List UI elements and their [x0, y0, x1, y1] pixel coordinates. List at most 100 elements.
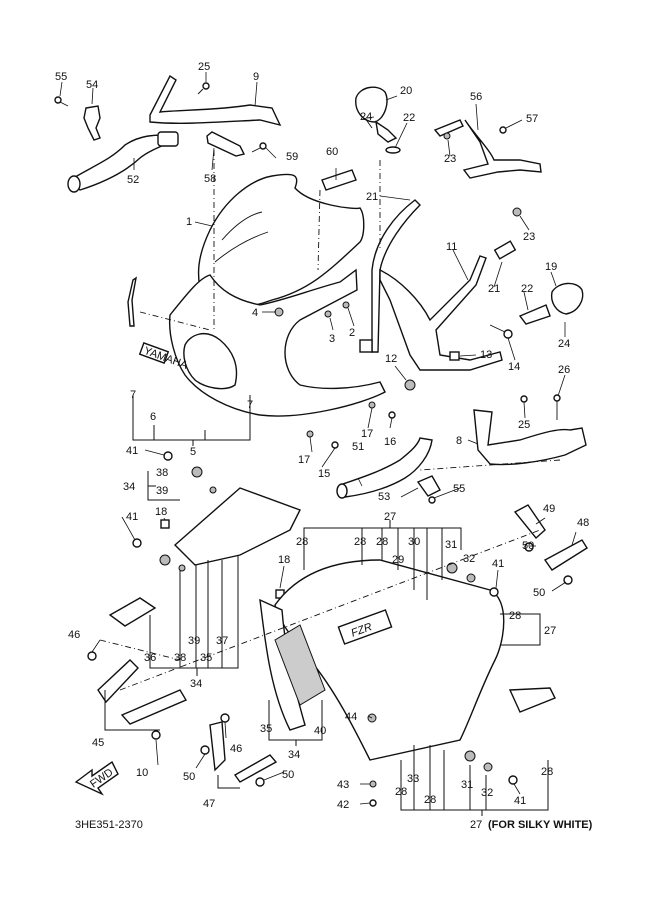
label-49: 49 — [543, 503, 555, 515]
nut-23-top — [443, 132, 451, 140]
label-13: 13 — [480, 349, 492, 361]
screw-16 — [388, 411, 396, 419]
part-labels: 55 54 25 9 52 58 59 1 60 20 24 22 21 56 … — [55, 61, 589, 811]
label-50c: 50 — [183, 771, 195, 783]
label-16: 16 — [384, 436, 396, 448]
grommet-38-b — [159, 554, 171, 566]
label-14: 14 — [508, 361, 520, 373]
label-21b: 21 — [488, 283, 500, 295]
label-34c: 34 — [288, 749, 300, 761]
label-28c: 28 — [376, 536, 388, 548]
bolt-50-c — [200, 745, 210, 755]
bracket-47-b — [233, 754, 278, 783]
label-55: 55 — [55, 71, 67, 83]
label-30: 30 — [408, 536, 420, 548]
bolt-41-b — [132, 538, 142, 548]
label-28g: 28 — [541, 766, 553, 778]
label-11: 11 — [446, 241, 457, 253]
collar-32-b — [483, 762, 493, 772]
label-38b: 38 — [174, 652, 186, 664]
label-41b: 41 — [126, 511, 138, 523]
washer-3 — [324, 310, 332, 318]
label-15: 15 — [318, 468, 330, 480]
label-28b: 28 — [354, 536, 366, 548]
decal-29: FZR — [337, 609, 393, 645]
label-6: 6 — [150, 411, 156, 423]
label-52: 52 — [127, 174, 139, 186]
screw-2 — [342, 301, 350, 309]
bolt-46-a — [87, 651, 97, 661]
label-34b: 34 — [190, 678, 202, 690]
mirror-20 — [355, 86, 398, 143]
label-42: 42 — [337, 799, 349, 811]
screw-57 — [499, 126, 507, 134]
label-46a: 46 — [68, 629, 80, 641]
bolt-14 — [489, 324, 513, 339]
label-31b: 31 — [461, 779, 473, 791]
label-20: 20 — [400, 85, 412, 97]
washer-17b — [368, 401, 376, 409]
bolt-41-d — [508, 775, 518, 785]
stay-11 — [359, 199, 517, 371]
air-duct-51 — [339, 437, 433, 498]
bolt-55-mid — [428, 496, 436, 504]
decal-60 — [321, 169, 357, 191]
label-7a: 7 — [130, 389, 136, 401]
inner-panel-36 — [108, 597, 157, 627]
label-10: 10 — [136, 767, 148, 779]
inner-panel-35 — [173, 487, 301, 566]
label-43: 43 — [337, 779, 349, 791]
label-33: 33 — [407, 773, 419, 785]
label-28a: 28 — [296, 536, 308, 548]
label-50a: 50 — [522, 540, 534, 552]
label-9: 9 — [253, 71, 259, 83]
label-55b: 55 — [453, 483, 465, 495]
bracket-48 — [543, 539, 588, 571]
label-7b: 7 — [247, 399, 253, 411]
label-29: 29 — [392, 554, 404, 566]
label-53: 53 — [378, 491, 390, 503]
label-2: 2 — [349, 327, 355, 339]
collar-39-a — [209, 486, 217, 494]
bracket-45-b — [120, 689, 188, 725]
variant-note: (FOR SILKY WHITE) — [488, 819, 593, 831]
label-1: 1 — [186, 216, 192, 228]
label-3: 3 — [329, 333, 335, 345]
label-48: 48 — [577, 517, 589, 529]
bracket-45-a — [97, 659, 139, 704]
label-28d: 28 — [509, 610, 521, 622]
label-38a: 38 — [156, 467, 168, 479]
label-60: 60 — [326, 146, 338, 158]
screw-15 — [331, 441, 339, 449]
fwd-arrow-icon: FWD — [74, 760, 119, 796]
nut-18-a — [160, 519, 170, 529]
bracket-56 — [433, 119, 542, 179]
nut-13 — [449, 351, 460, 361]
label-18a: 18 — [155, 506, 167, 518]
leader-lines — [59, 72, 577, 816]
bolt-41-a — [163, 451, 173, 461]
label-44: 44 — [345, 711, 357, 723]
label-37: 37 — [216, 635, 228, 647]
label-36: 36 — [144, 652, 156, 664]
mirror-19 — [518, 282, 584, 325]
bracket-47-a — [209, 721, 226, 772]
label-27b: 27 — [544, 625, 556, 637]
label-57: 57 — [526, 113, 538, 125]
label-50b: 50 — [533, 587, 545, 599]
label-58: 58 — [204, 173, 216, 185]
label-28f: 28 — [424, 794, 436, 806]
gasket-22-top — [385, 146, 401, 154]
label-22b: 22 — [521, 283, 533, 295]
label-5: 5 — [190, 446, 196, 458]
bolt-46-b — [220, 713, 230, 723]
bolt-50-d — [255, 777, 265, 787]
washer-43 — [369, 780, 377, 788]
under-cover — [508, 687, 556, 713]
label-31a: 31 — [445, 539, 457, 551]
label-24: 24 — [360, 111, 372, 123]
label-23: 23 — [444, 153, 456, 165]
screw-24-top — [364, 117, 373, 129]
collar-39-b — [178, 564, 186, 572]
screw-59 — [251, 142, 267, 153]
